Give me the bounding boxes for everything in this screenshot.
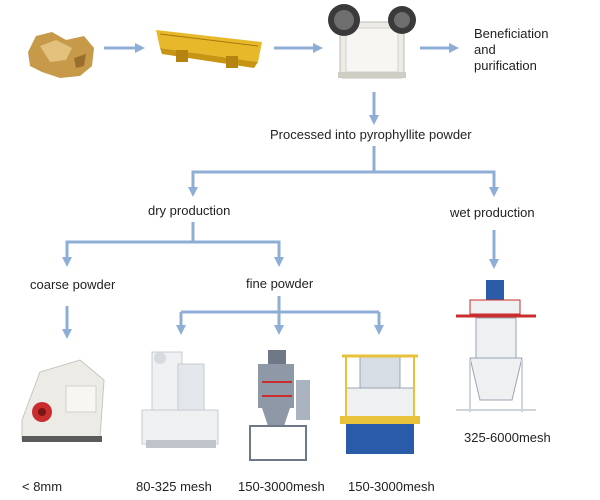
label-coarse-powder: coarse powder [30, 277, 116, 292]
wet-mill-image [456, 280, 536, 412]
jaw-crusher-image [328, 4, 416, 79]
output-vertical-mill: 150-3000mesh [348, 479, 435, 494]
output-wet-mill: 325-6000mesh [464, 430, 551, 445]
label-dry-production: dry production [148, 203, 231, 218]
output-hammer-crusher: < 8mm [22, 479, 63, 494]
arrow-to-fine [193, 240, 284, 267]
label-wet-production: wet production [450, 205, 535, 220]
vibrating-feeder-image [156, 30, 262, 68]
label-beneficiation: Beneficiation and purification [474, 26, 549, 73]
hammer-crusher-image [21, 359, 105, 442]
ultrafine-mill-image [249, 350, 310, 461]
arrow-to-coarse [62, 222, 195, 267]
vertical-mill-image [340, 354, 420, 454]
raymond-mill-image [141, 351, 219, 448]
arrow-to-dry [188, 146, 376, 197]
flow-arrows [62, 43, 499, 339]
output-ultrafine-mill: 150-3000mesh [238, 479, 325, 494]
label-processed: Processed into pyrophyllite powder [270, 127, 472, 142]
arrow-to-wet [374, 170, 499, 197]
label-fine-powder: fine powder [246, 276, 314, 291]
output-raymond-mill: 80-325 mesh [136, 479, 212, 494]
ore-image [28, 32, 94, 78]
